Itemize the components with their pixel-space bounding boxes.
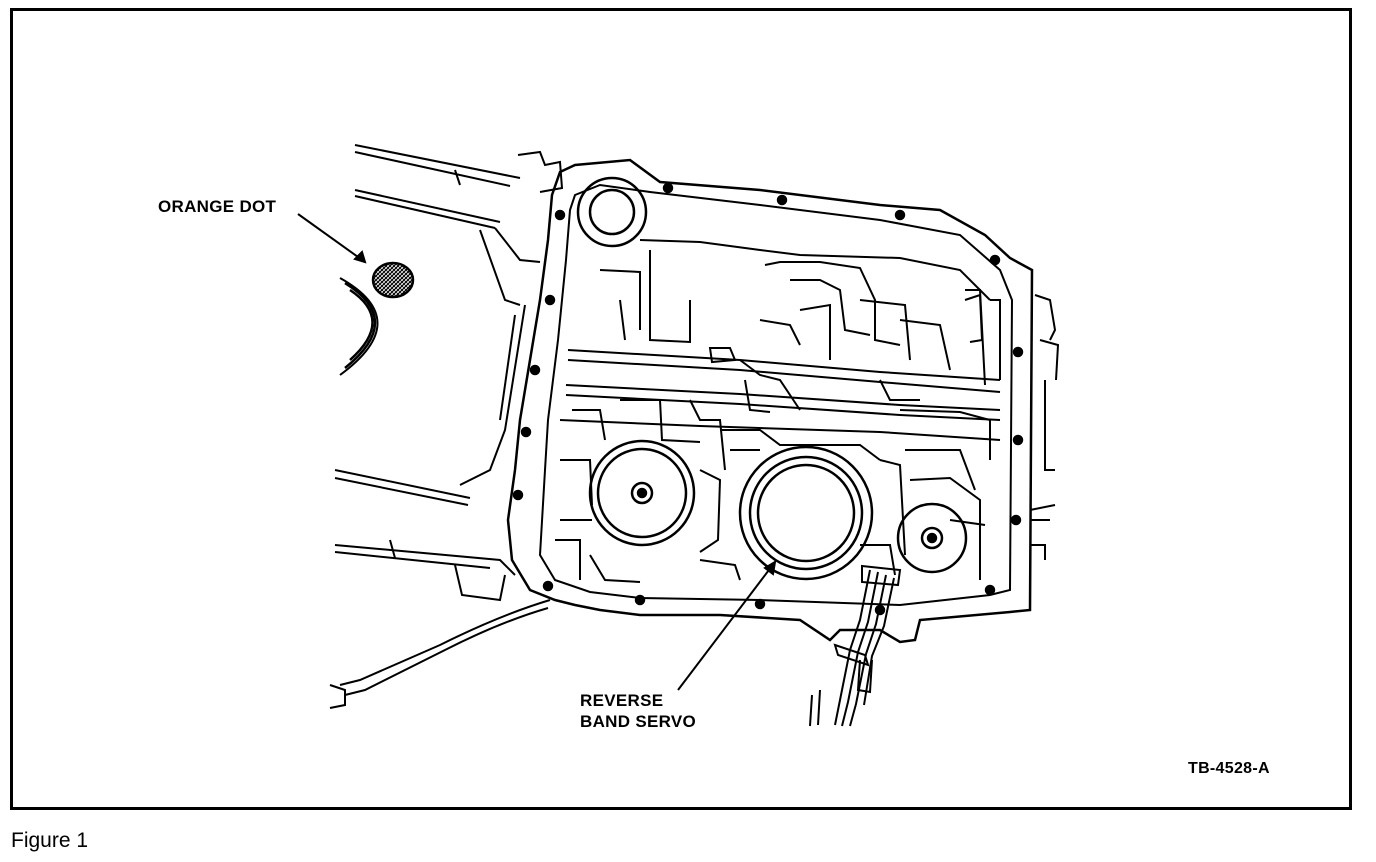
reverse-band-servo-label: REVERSE BAND SERVO xyxy=(580,690,696,732)
figure-code: TB-4528-A xyxy=(1188,760,1270,777)
reverse-band-servo-label-line2: BAND SERVO xyxy=(580,712,697,731)
leader-lines xyxy=(297,213,777,691)
transmission-case-right xyxy=(964,293,1060,560)
orange-dot-leader xyxy=(297,213,366,263)
wiring-harness xyxy=(809,564,902,727)
figure-caption: Figure 1 xyxy=(11,829,89,852)
right-servo-accumulator xyxy=(896,502,968,574)
reverse-servo-leader xyxy=(677,561,776,691)
orange-dot-label: ORANGE DOT xyxy=(158,197,277,216)
valve-body-outline xyxy=(506,158,1034,644)
reverse-band-servo xyxy=(738,445,874,581)
figure-frame xyxy=(10,8,1352,810)
valve-body-channels xyxy=(555,239,1001,583)
upper-left-accumulator xyxy=(576,176,648,248)
transmission-case-left xyxy=(329,144,564,709)
reverse-band-servo-label-line1: REVERSE xyxy=(580,691,664,710)
left-servo-accumulator xyxy=(588,439,696,547)
orange-dot-marker xyxy=(371,261,415,299)
